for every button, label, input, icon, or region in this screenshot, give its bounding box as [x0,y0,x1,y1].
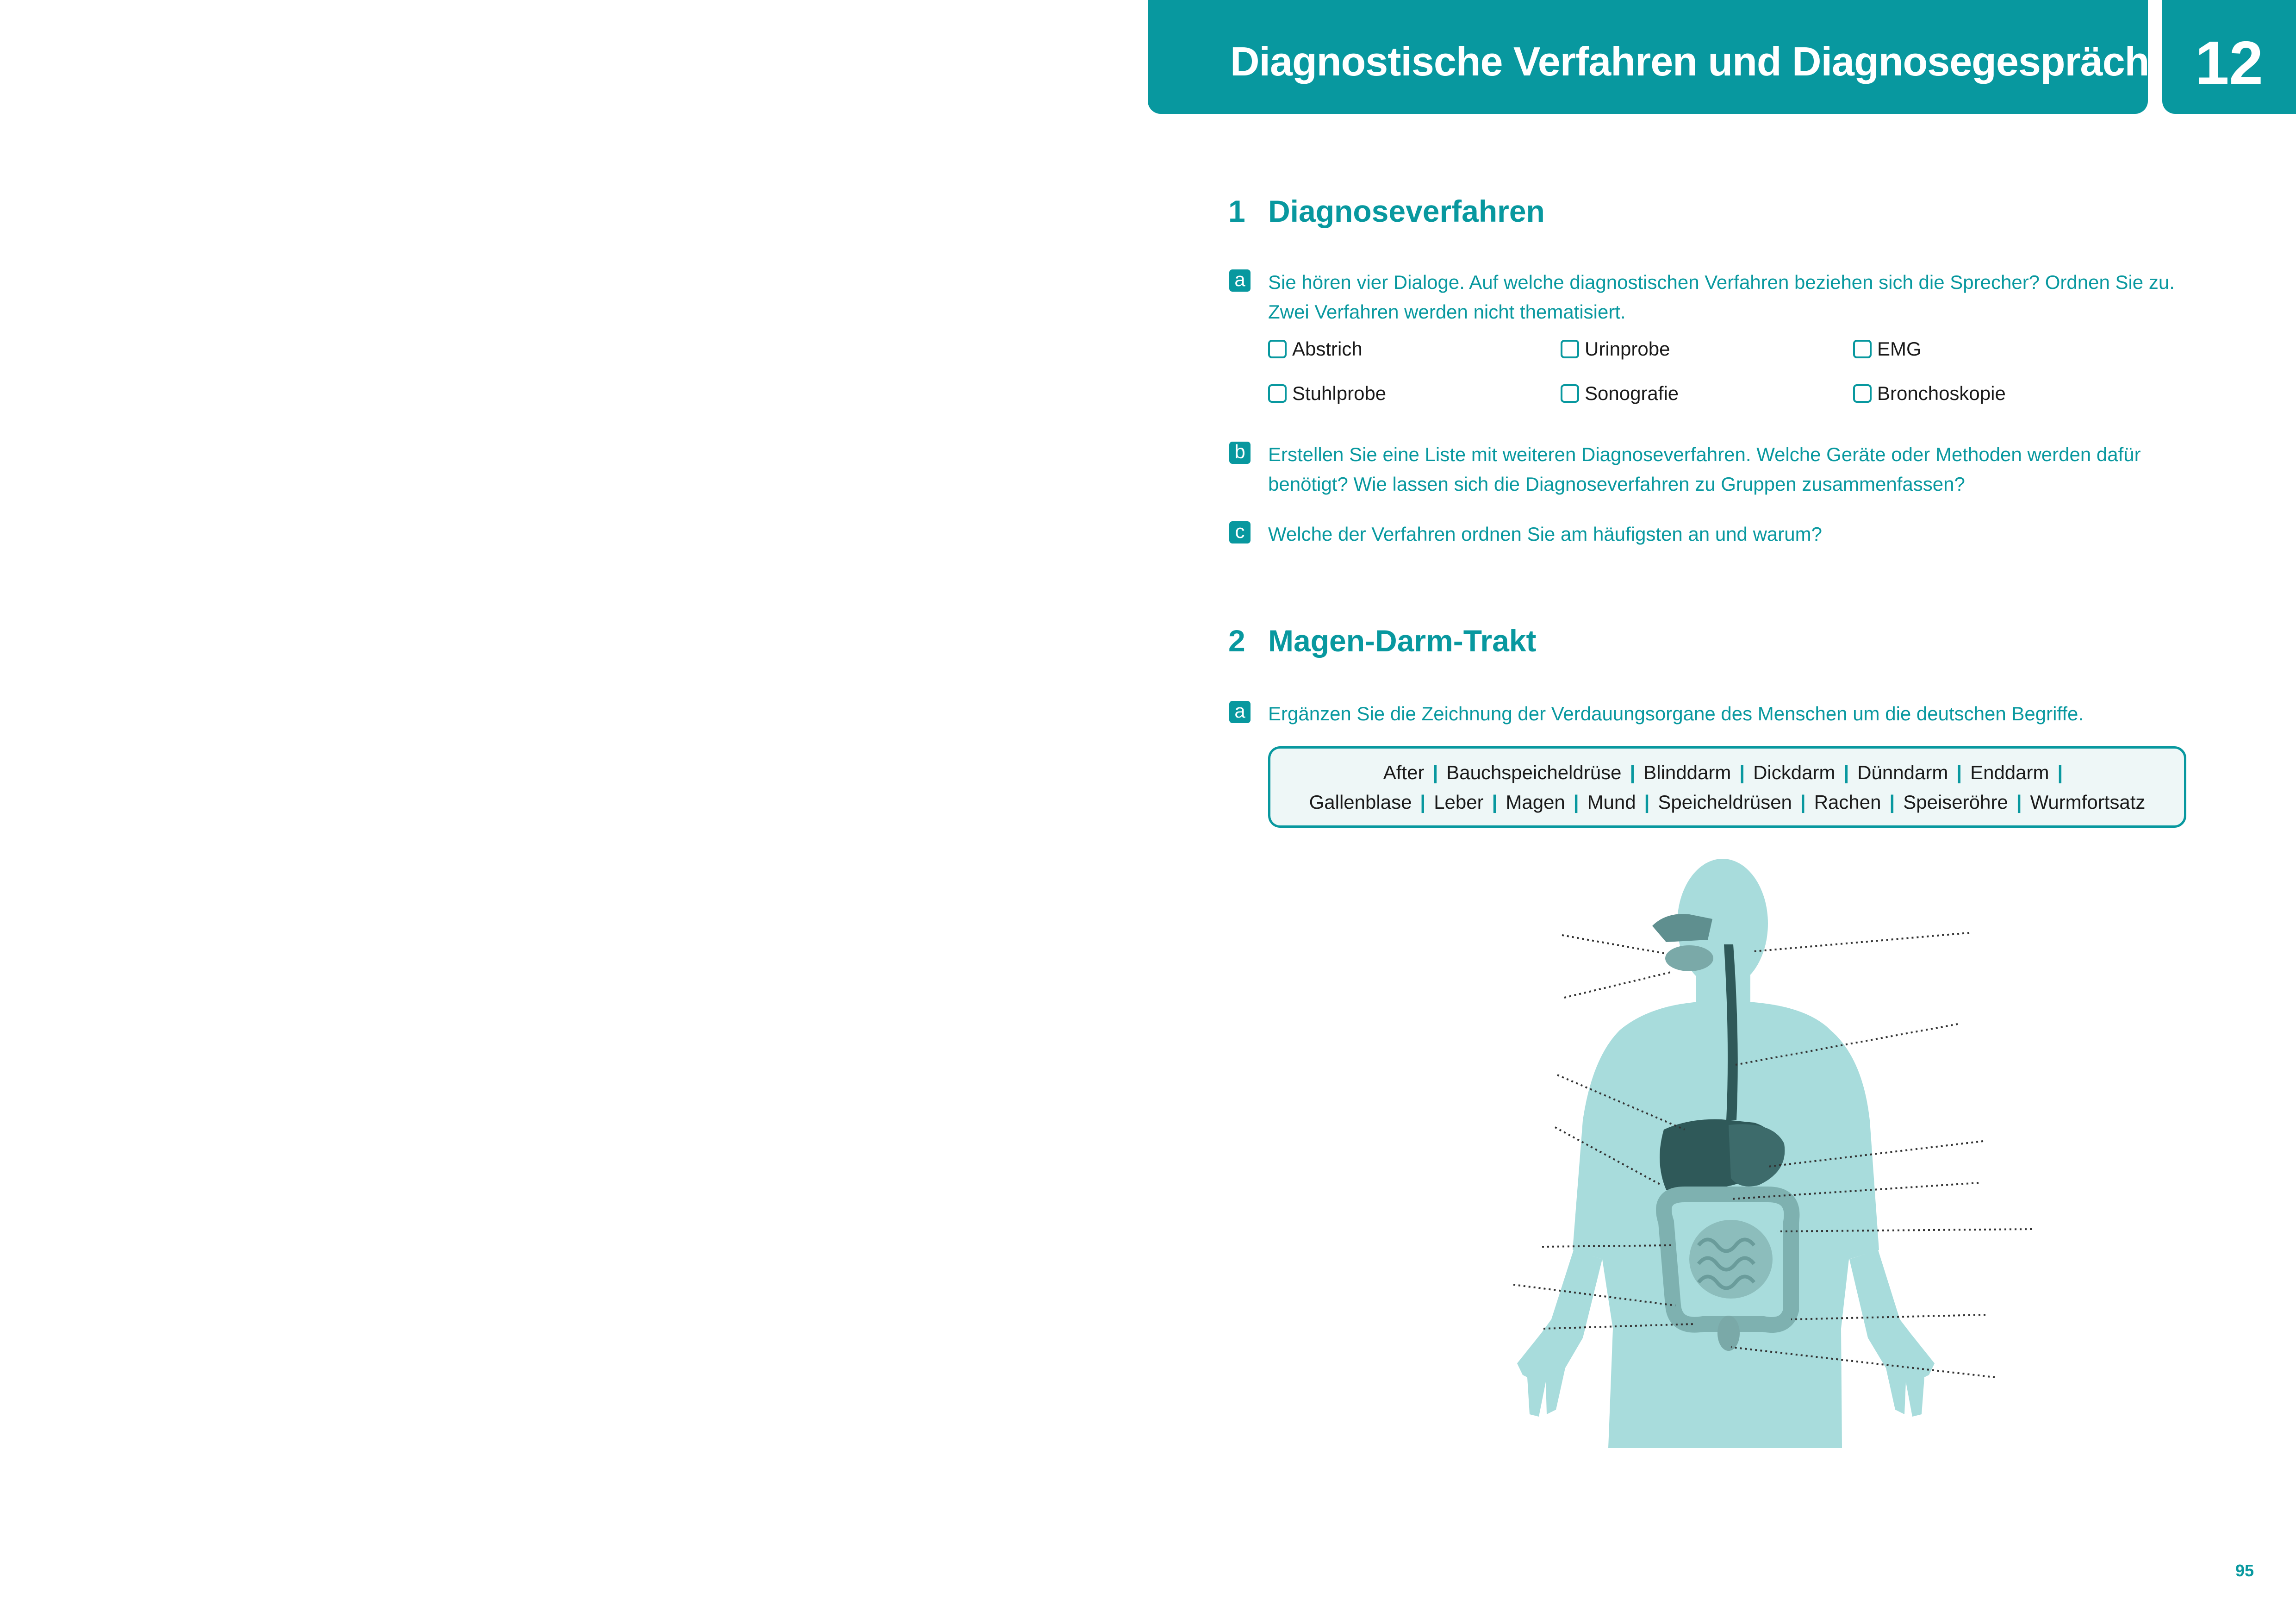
word-bank-box [1268,746,2186,828]
separator: | [1492,791,1498,813]
option-emg[interactable]: EMG [1853,338,1922,360]
separator: | [1630,762,1636,783]
word-bank-row-1: After | Bauchspeicheldrüse | Blinddarm | Dickd… [1268,762,2186,784]
separator: | [1956,762,1962,783]
checkbox[interactable] [1561,340,1579,358]
option-bronchoskopie[interactable]: Bronchoskopie [1853,382,2006,405]
separator: | [1420,791,1426,813]
option-label: Stuhlprobe [1292,382,1387,404]
option-label: Urinprobe [1585,338,1670,360]
section-2-title: Magen-Darm-Trakt [1268,624,1537,658]
checkbox[interactable] [1561,384,1579,403]
option-label: Bronchoskopie [1877,382,2006,404]
separator: | [2016,791,2022,813]
word-item: After [1383,762,1425,783]
section-1-number: 1 [1228,194,1245,228]
separator: | [1432,762,1438,783]
label-leader-lines [1513,932,2032,1378]
word-item: Dickdarm [1753,762,1836,783]
word-item: Bauchspeicheldrüse [1446,762,1622,783]
separator: | [1800,791,1806,813]
task-1a-line-1: Sie hören vier Dialoge. Auf welche diagn… [1268,271,2175,293]
checkbox[interactable] [1853,340,1872,358]
chapter-number-box [2162,0,2296,114]
word-item: Dünndarm [1857,762,1948,783]
task-1a-line-2: Zwei Verfahren werden nicht thematisiert… [1268,301,1626,323]
option-abstrich[interactable]: Abstrich [1268,338,1363,360]
page-number: 95 [2235,1561,2254,1580]
task-1a-text: Sie hören vier Dialoge. Auf welche diagn… [1268,268,2175,327]
task-1c-letter: c [1229,521,1251,543]
word-item: Wurmfortsatz [2030,791,2146,813]
task-1b-letter: b [1229,442,1251,464]
chapter-number: 12 [2195,29,2263,97]
option-label: EMG [1877,338,1922,360]
task-1b-text: Erstellen Sie eine Liste mit weiteren Di… [1268,440,2141,499]
word-item: Mund [1587,791,1636,813]
task-1c-text: Welche der Verfahren ordnen Sie am häufi… [1268,523,1822,545]
task-1b-line-2: benötigt? Wie lassen sich die Diagnoseve… [1268,473,1965,495]
task-1a-letter: a [1229,269,1251,292]
separator: | [2057,762,2063,783]
word-item: Blinddarm [1643,762,1731,783]
checkbox[interactable] [1853,384,1872,403]
separator: | [1644,791,1650,813]
task-2a-letter: a [1229,701,1251,723]
checkbox[interactable] [1268,384,1287,403]
task-1b-line-1: Erstellen Sie eine Liste mit weiteren Di… [1268,443,2141,465]
option-urinprobe[interactable]: Urinprobe [1561,338,1670,360]
separator: | [1889,791,1895,813]
separator: | [1739,762,1745,783]
section-1-title: Diagnoseverfahren [1268,194,1545,228]
section-2-number: 2 [1228,624,1245,658]
option-stuhlprobe[interactable]: Stuhlprobe [1268,382,1386,405]
option-label: Abstrich [1292,338,1363,360]
word-item: Speiseröhre [1903,791,2008,813]
separator: | [1843,762,1849,783]
task-2a-text: Ergänzen Sie die Zeichnung der Verdauung… [1268,703,2084,725]
word-bank-row-2: Gallenblase | Leber | Magen | Mund | Speicheldrü… [1268,791,2186,813]
option-label: Sonografie [1585,382,1679,404]
word-item: Rachen [1814,791,1881,813]
option-sonografie[interactable]: Sonografie [1561,382,1679,405]
word-item: Gallenblase [1309,791,1412,813]
digestive-organs [1652,914,1800,1351]
word-item: Leber [1434,791,1484,813]
separator: | [1573,791,1579,813]
chapter-title: Diagnostische Verfahren und Diagnosegesp… [1230,38,2149,84]
checkbox[interactable] [1268,340,1287,358]
word-item: Enddarm [1970,762,2049,783]
word-item: Magen [1506,791,1565,813]
chapter-header-bar [1148,0,2148,114]
word-item: Speicheldrüsen [1658,791,1792,813]
digestive-system-illustration [1513,859,2032,1448]
